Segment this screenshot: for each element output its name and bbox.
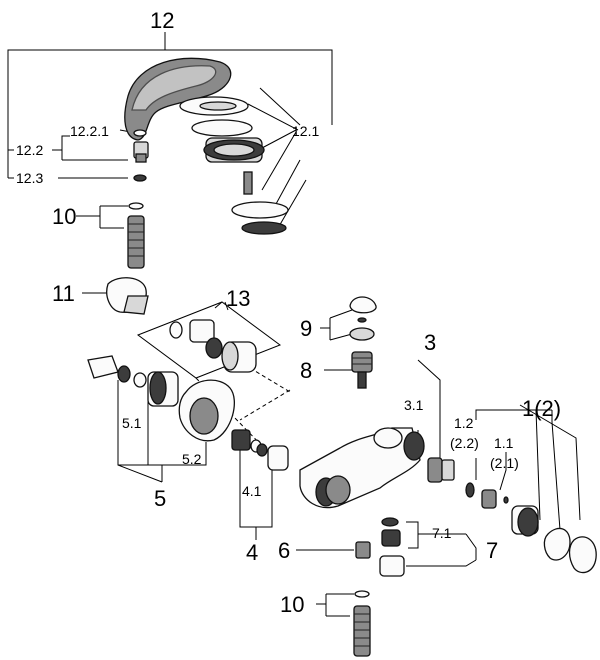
label-7: 7 <box>486 538 498 563</box>
label-5: 5 <box>154 486 166 511</box>
wall-holder <box>106 277 149 315</box>
shower-connector-parts <box>133 129 149 182</box>
spray-disc-stack <box>179 96 289 235</box>
label-2-1: (2.1) <box>490 455 519 471</box>
label-3: 3 <box>424 330 436 355</box>
thermostat-parts <box>427 457 597 574</box>
label-11: 11 <box>52 281 75 306</box>
label-4: 4 <box>246 540 258 565</box>
label-3-1: 3.1 <box>404 397 424 413</box>
diverter-kit <box>169 319 257 373</box>
label-12-1: 12.1 <box>292 123 319 139</box>
label-12: 12 <box>150 8 174 33</box>
wall-union <box>87 355 235 442</box>
label-4-1: 4.1 <box>242 483 262 499</box>
label-5-2: 5.2 <box>182 451 202 467</box>
leader-lines <box>7 32 581 617</box>
label-8: 8 <box>300 358 312 383</box>
label-10-bottom: 10 <box>280 592 304 617</box>
label-9: 9 <box>300 316 312 341</box>
label-2-2: (2.2) <box>450 435 479 451</box>
hand-shower-head <box>124 57 232 141</box>
label-1-1: 1.1 <box>494 435 514 451</box>
eccentric-union <box>231 429 289 471</box>
mixer-body <box>299 427 425 509</box>
label-7-1: 7.1 <box>432 525 452 541</box>
label-1-2-paren: 1(2) <box>522 396 561 421</box>
label-13: 13 <box>226 286 250 311</box>
label-12-2-1: 12.2.1 <box>70 123 109 139</box>
aerator-and-nut <box>355 517 405 577</box>
diverter-cartridge <box>349 296 377 389</box>
label-5-1: 5.1 <box>122 415 142 431</box>
label-1-2: 1.2 <box>454 415 474 431</box>
label-10-top: 10 <box>52 204 76 229</box>
label-12-2: 12.2 <box>16 142 43 158</box>
hose-top <box>127 202 145 269</box>
hose-bottom <box>353 590 371 657</box>
label-6: 6 <box>278 538 290 563</box>
label-12-3: 12.3 <box>16 170 43 186</box>
